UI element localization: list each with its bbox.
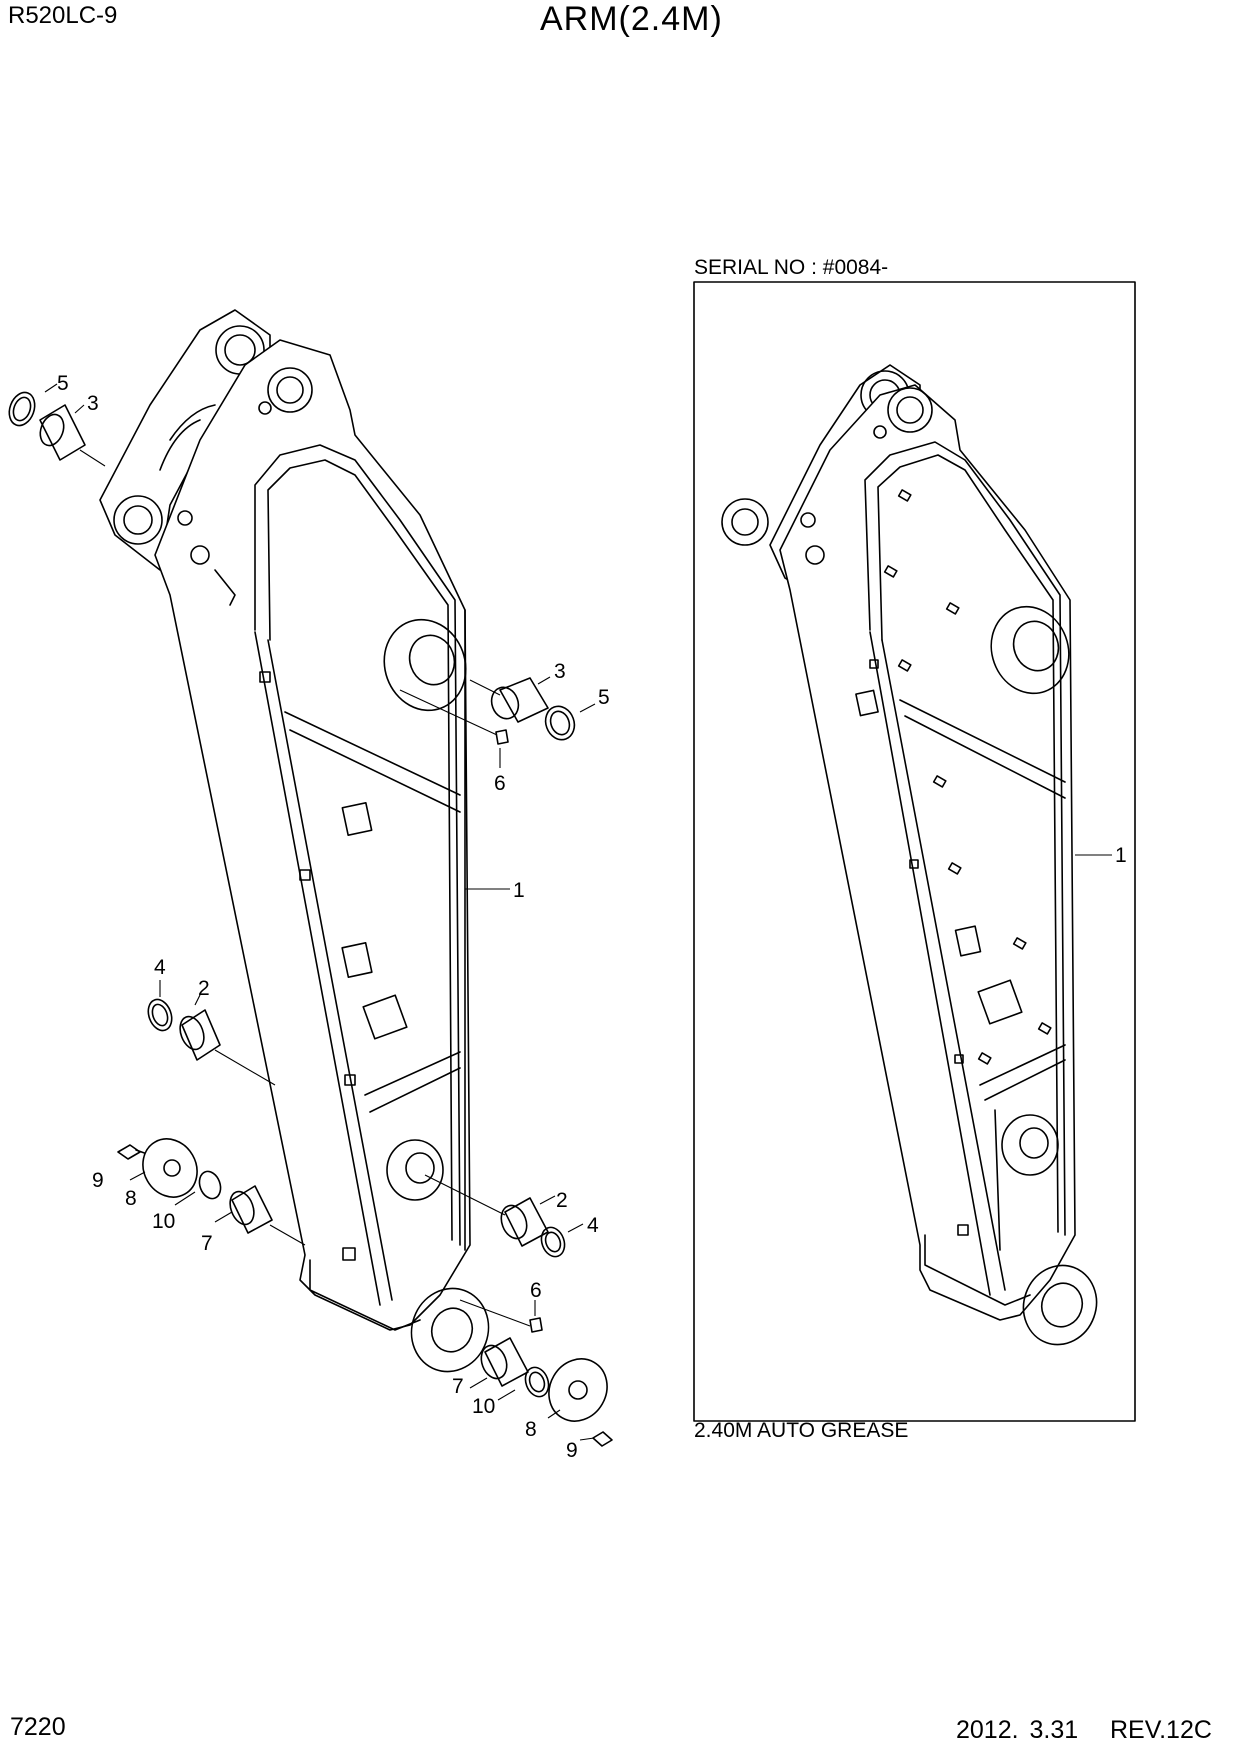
- arm-assembly-main: [99, 309, 490, 1373]
- callout-mid-bushing: 3: [554, 660, 566, 683]
- callout-bottom-fitting: 6: [530, 1279, 542, 1302]
- callout-bottom-shim: 10: [472, 1395, 495, 1418]
- left-top-ring: [8, 391, 36, 427]
- callout-lower-left-shim: 10: [152, 1210, 175, 1233]
- model-number: R520LC-9: [8, 2, 118, 29]
- lower-left-parts: [117, 1138, 306, 1246]
- lower-right-parts: [424, 1174, 584, 1258]
- serial-number-label: SERIAL NO : #0084-: [694, 256, 889, 279]
- callout-mid-ring: 5: [598, 686, 610, 709]
- callout-upper-bushing: 2: [198, 977, 210, 1000]
- callout-bottom-bushing: 7: [452, 1375, 464, 1398]
- middle-pin-parts: [399, 676, 596, 768]
- page-number: 7220: [10, 1713, 66, 1741]
- callout-variant-arm-body: 1: [1115, 844, 1127, 867]
- callout-labels: 5 3 3 5 6 1 4 2 9 8 10 7 2 4 6 7 10 8 9 …: [57, 372, 1127, 1462]
- revision-code: REV.12C: [1110, 1716, 1212, 1744]
- callout-left-top-bushing: 3: [87, 392, 99, 415]
- bottom-parts: [459, 1299, 613, 1447]
- left-top-parts: [8, 383, 106, 467]
- revision-date: 2012. 3.31: [956, 1716, 1079, 1744]
- callout-bottom-plate: 8: [525, 1418, 537, 1441]
- arm-assembly-variant: [721, 364, 1098, 1346]
- callout-lower-ring: 4: [587, 1214, 599, 1237]
- variant-caption: 2.40M AUTO GREASE: [694, 1419, 909, 1442]
- page-title: ARM(2.4M): [540, 0, 723, 38]
- callout-lower-bushing: 2: [556, 1189, 568, 1212]
- callout-lower-left-bushing: 7: [201, 1232, 213, 1255]
- callout-lower-left-plate: 8: [125, 1187, 137, 1210]
- callout-bottom-bolt: 9: [566, 1439, 578, 1462]
- callout-left-top-ring: 5: [57, 372, 69, 395]
- callout-lower-left-bolt: 9: [92, 1169, 104, 1192]
- variant-frame: [693, 281, 1136, 1422]
- upper-left-parts: [147, 980, 276, 1086]
- callout-arm-body: 1: [513, 879, 525, 902]
- callout-mid-fitting: 6: [494, 772, 506, 795]
- callout-upper-ring: 4: [154, 956, 166, 979]
